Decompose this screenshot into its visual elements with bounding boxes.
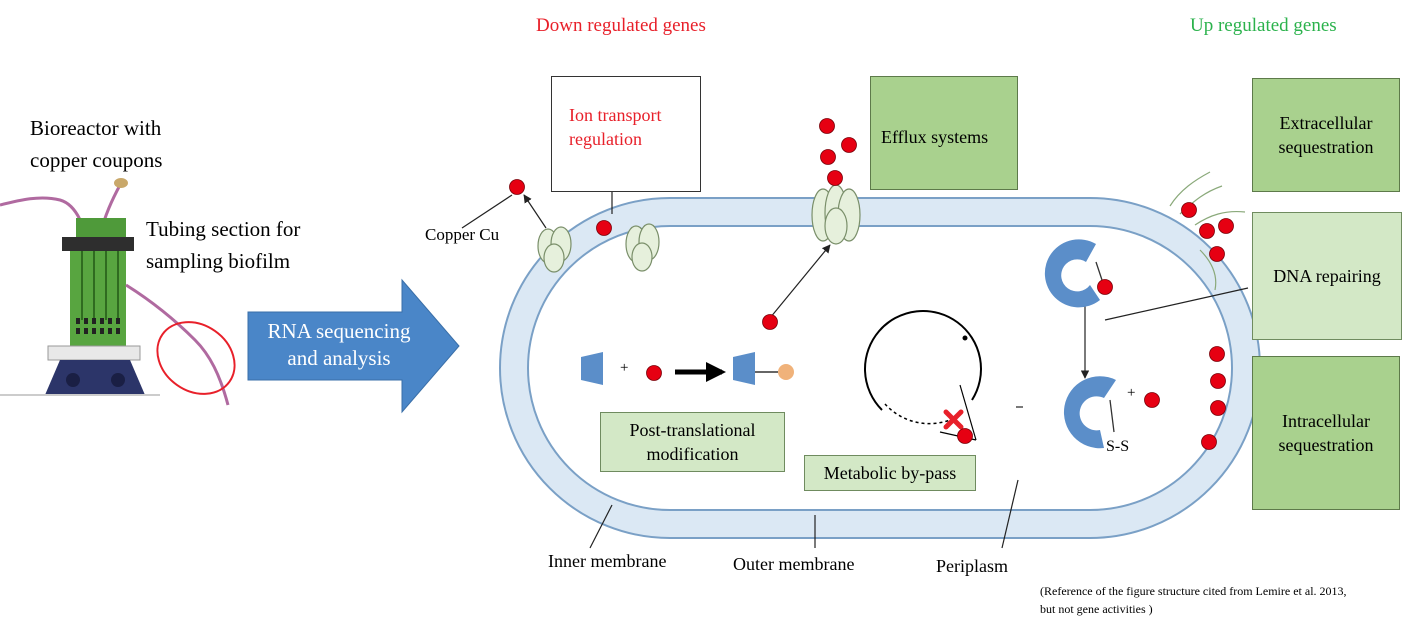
post-translational-box: Post-translational modification bbox=[600, 412, 785, 472]
cu-chaperone-bottom-icon bbox=[1063, 376, 1116, 449]
copper-ion bbox=[820, 149, 836, 165]
copper-ion bbox=[762, 314, 778, 330]
periplasm-label: Periplasm bbox=[936, 556, 1008, 576]
copper-ion bbox=[1181, 202, 1197, 218]
bioreactor-illustration bbox=[0, 178, 236, 406]
down-regulated-header: Down regulated genes bbox=[536, 15, 706, 36]
copper-ion bbox=[596, 220, 612, 236]
cell-pili bbox=[1169, 171, 1246, 291]
copper-ion bbox=[827, 170, 843, 186]
copper-ion bbox=[1144, 392, 1160, 408]
inner-membrane-label: Inner membrane bbox=[548, 551, 667, 571]
copper-ion bbox=[646, 365, 662, 381]
copper-ion bbox=[1209, 346, 1225, 362]
pointer-lines bbox=[461, 192, 1249, 549]
copper-ion bbox=[819, 118, 835, 134]
copper-ion bbox=[957, 428, 973, 444]
copper-ion bbox=[509, 179, 525, 195]
copper-ion bbox=[841, 137, 857, 153]
bioreactor-label: Bioreactor with copper coupons bbox=[30, 116, 163, 172]
protein-modified-icon bbox=[733, 352, 794, 385]
disulfide-label: S-S bbox=[1106, 438, 1130, 455]
outer-membrane-label: Outer membrane bbox=[733, 554, 855, 574]
metabolic-bypass-box: Metabolic by-pass bbox=[804, 455, 976, 491]
reference-note: (Reference of the figure structure cited… bbox=[1040, 584, 1347, 616]
copper-ion bbox=[1209, 246, 1225, 262]
ion-transport-box: Ion transport regulation bbox=[551, 76, 701, 192]
extracellular-sequestration-box: Extracellular sequestration bbox=[1252, 78, 1400, 192]
plus-sign-right: + bbox=[1127, 385, 1136, 401]
efflux-systems-box: Efflux systems bbox=[870, 76, 1018, 190]
copper-ion bbox=[1199, 223, 1215, 239]
process-arrow-label: RNA sequencing and analysis bbox=[267, 319, 411, 371]
copper-ion bbox=[1218, 218, 1234, 234]
transporter-left bbox=[537, 226, 572, 273]
copper-ion bbox=[1201, 434, 1217, 450]
blocked-x-icon bbox=[943, 409, 964, 430]
protein-unmodified-icon bbox=[581, 352, 603, 385]
copper-ions bbox=[509, 118, 1234, 450]
copper-label: Copper Cu bbox=[425, 225, 500, 244]
plus-sign-left: + bbox=[620, 360, 629, 376]
copper-ion bbox=[1210, 400, 1226, 416]
process-arrow bbox=[247, 278, 460, 414]
up-regulated-header: Up regulated genes bbox=[1190, 15, 1337, 36]
tubing-label: Tubing section for sampling biofilm bbox=[146, 217, 301, 273]
intracellular-sequestration-box: Intracellular sequestration bbox=[1252, 356, 1400, 510]
transporter-middle bbox=[625, 223, 660, 272]
efflux-pump bbox=[811, 184, 861, 245]
copper-ion bbox=[1210, 373, 1226, 389]
copper-ion bbox=[1097, 279, 1113, 295]
dna-repairing-box: DNA repairing bbox=[1252, 212, 1402, 340]
